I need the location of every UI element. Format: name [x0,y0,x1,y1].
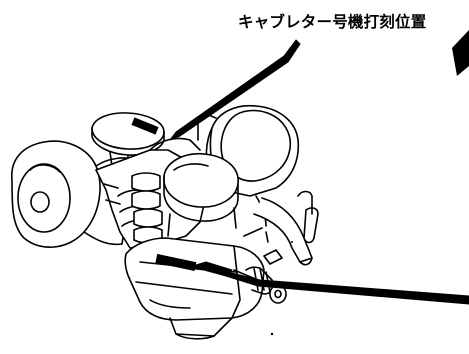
float-bowl [124,237,265,340]
corner-fold-mark [452,30,469,76]
stamp-position-caption: キャブレター号機打刻位置 [238,13,427,31]
adjust-screw [243,227,287,304]
detail-dots [270,241,293,336]
leader-line-bottom [185,261,469,305]
right-hose [253,190,319,266]
top-diaphragm-cover [91,112,165,169]
leader-arrow-top [169,39,301,141]
center-top-cap [163,152,239,237]
